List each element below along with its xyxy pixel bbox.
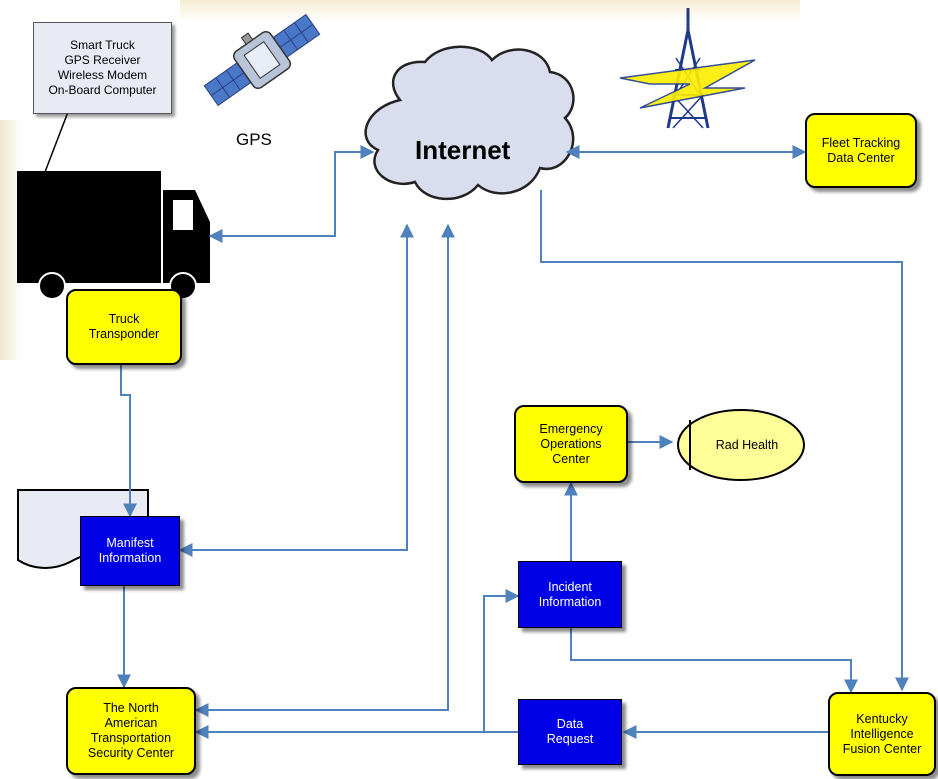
smart-truck-callout: Smart Truck GPS Receiver Wireless Modem … xyxy=(33,22,172,114)
callout-pointer xyxy=(44,111,69,173)
incident-information-node[interactable]: Incident Information xyxy=(518,561,622,628)
manifest-information-node[interactable]: Manifest Information xyxy=(80,516,180,586)
truck-transponder-node[interactable]: Truck Transponder xyxy=(66,289,182,365)
kentucky-fusion-node[interactable]: Kentucky Intelligence Fusion Center xyxy=(828,692,936,776)
internet-label: Internet xyxy=(415,135,511,165)
connector-northamerican-internet xyxy=(194,223,455,717)
rad-health-shape xyxy=(677,409,805,481)
background-glow-left xyxy=(0,120,22,360)
connectors xyxy=(117,145,909,739)
connector-truck-internet xyxy=(208,145,375,243)
gps-label: GPS xyxy=(236,130,272,149)
emergency-operations-node[interactable]: Emergency Operations Center xyxy=(514,405,628,483)
connector-manifest-internet xyxy=(178,223,414,557)
truck-icon xyxy=(17,171,210,300)
connector-incident-kentucky xyxy=(570,628,858,694)
rad-health-node[interactable]: Rad Health xyxy=(715,437,779,452)
connector-transponder-manifest xyxy=(120,365,137,518)
data-request-node[interactable]: Data Request xyxy=(518,699,622,765)
internet-cloud xyxy=(364,45,575,201)
background-glow-top xyxy=(180,0,800,22)
connector-internet-kentucky xyxy=(540,190,909,692)
gps-satellite-icon xyxy=(203,13,321,107)
fleet-tracking-node[interactable]: Fleet Tracking Data Center xyxy=(805,113,917,188)
connector-to-incident xyxy=(483,589,520,732)
radio-tower-icon xyxy=(619,8,756,129)
north-american-security-node[interactable]: The North American Transportation Securi… xyxy=(66,687,196,775)
